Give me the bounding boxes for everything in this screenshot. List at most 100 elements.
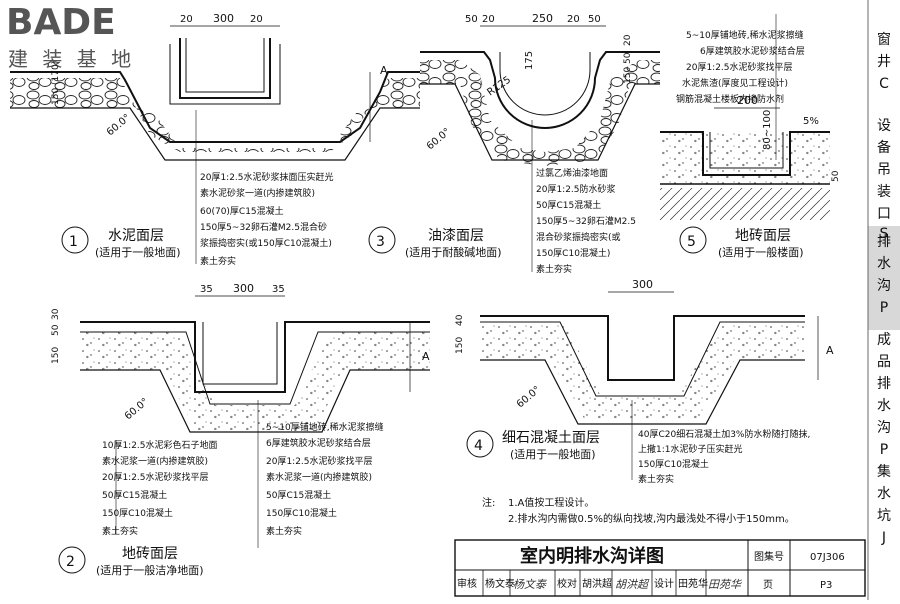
svg-text:过氯乙烯油漆地面: 过氯乙烯油漆地面 (536, 167, 608, 179)
svg-text:胡洪超: 胡洪超 (615, 578, 650, 591)
title-block: 室内明排水沟详图 图集号 07J306 审核 杨文泰 杨文泰 校对 胡洪超 胡洪… (454, 539, 866, 597)
svg-text:(适用于一般楼面): (适用于一般楼面) (718, 245, 804, 259)
svg-text:150厚5~32卵石灌M2.5混合砂: 150厚5~32卵石灌M2.5混合砂 (200, 221, 327, 233)
svg-text:A: A (422, 350, 430, 363)
svg-text:250: 250 (532, 12, 553, 25)
sidebar-char: P (880, 442, 888, 458)
svg-text:设计: 设计 (654, 577, 674, 590)
svg-text:50厚C15混凝土: 50厚C15混凝土 (102, 489, 167, 501)
detail-5-layer-labels: 5~10厚铺地砖,稀水泥浆擦缝 6厚建筑胶水泥砂浆结合层 20厚1:2.5水泥砂… (676, 29, 805, 105)
svg-text:素土夯实: 素土夯实 (638, 473, 674, 485)
svg-text:60.0°: 60.0° (123, 396, 151, 422)
svg-text:5: 5 (687, 234, 696, 250)
svg-text:上撒1:1水泥砂子压实赶光: 上撒1:1水泥砂子压实赶光 (638, 443, 743, 455)
svg-text:2: 2 (66, 554, 75, 570)
sidebar-char: 水 (877, 256, 891, 272)
svg-text:150厚C10混凝土: 150厚C10混凝土 (102, 507, 173, 519)
svg-text:素土夯实: 素土夯实 (200, 255, 236, 267)
detail-5-section: 200 80~100 5% 50 5~10厚铺地砖,稀水泥浆擦缝 6厚建筑胶水泥… (660, 14, 841, 259)
svg-text:80~100: 80~100 (762, 110, 773, 150)
svg-text:页: 页 (763, 579, 773, 591)
svg-text:素水泥浆一道(内掺建筑胶): 素水泥浆一道(内掺建筑胶) (266, 471, 372, 483)
svg-text:杨文泰: 杨文泰 (485, 577, 515, 590)
svg-text:水泥面层: 水泥面层 (108, 228, 164, 244)
sidebar-char: 排 (877, 234, 891, 250)
svg-text:150厚C10混凝土: 150厚C10混凝土 (638, 458, 709, 470)
svg-text:素土夯实: 素土夯实 (102, 525, 138, 537)
sidebar-char: 成 (877, 332, 891, 348)
svg-text:1: 1 (69, 234, 78, 250)
sidebar-char: 集 (877, 463, 891, 480)
svg-text:150: 150 (51, 347, 61, 364)
svg-text:混合砂浆振捣密实(或: 混合砂浆振捣密实(或 (536, 231, 621, 243)
sidebar-char: 坑 (877, 508, 891, 524)
svg-text:3: 3 (376, 234, 385, 250)
svg-text:细石混凝土面层: 细石混凝土面层 (502, 430, 600, 446)
svg-text:田苑华: 田苑华 (678, 577, 708, 590)
sidebar-char: 装 (877, 184, 891, 200)
svg-text:40厚C20细石混凝土加3%防水粉随打随抹,: 40厚C20细石混凝土加3%防水粉随打随抹, (638, 428, 810, 440)
detail-2-right-layer-labels: 5~10厚铺地砖,稀水泥浆擦缝 6厚建筑胶水泥砂浆结合层 20厚1:2.5水泥砂… (266, 421, 384, 537)
svg-text:校对: 校对 (557, 577, 577, 590)
svg-text:素水泥浆一道(内掺建筑胶): 素水泥浆一道(内掺建筑胶) (102, 455, 208, 467)
sidebar-char: 沟 (877, 278, 891, 294)
detail-3-layer-labels: 过氯乙烯油漆地面 20厚1:2.5防水砂浆 50厚C15混凝土 150厚5~32… (536, 167, 636, 275)
sidebar-char: 品 (877, 354, 891, 370)
svg-text:R125: R125 (485, 75, 513, 99)
detail-1-layer-labels: 20厚1:2.5水泥砂浆抹面压实赶光 素水泥砂浆一道(内掺建筑胶) 60(70)… (200, 171, 334, 267)
detail-2-section: 35 300 35 150 50 30 A 60.0° 10厚1:2.5水泥彩色… (51, 282, 430, 577)
svg-text:1.A值按工程设计。: 1.A值按工程设计。 (508, 496, 594, 509)
sidebar-char: 水 (877, 486, 891, 502)
svg-text:5%: 5% (803, 116, 819, 127)
svg-text:50: 50 (588, 14, 601, 25)
svg-text:35: 35 (200, 284, 213, 295)
watermark-logo: BADE 建 装 基 地 (6, 2, 135, 71)
svg-text:20: 20 (180, 14, 193, 25)
svg-text:5~10厚铺地砖,稀水泥浆擦缝: 5~10厚铺地砖,稀水泥浆擦缝 (686, 29, 804, 41)
svg-text:60.0°: 60.0° (425, 126, 453, 152)
svg-text:室内明排水沟详图: 室内明排水沟详图 (520, 545, 664, 567)
sidebar-char: C (879, 76, 889, 92)
detail-4-section: 300 150 40 A 60.0° 40厚C20细石混凝土加3%防水粉随打随抹… (455, 278, 834, 485)
svg-text:150厚C10混凝土: 150厚C10混凝土 (266, 507, 337, 519)
svg-text:60(70)厚C15混凝土: 60(70)厚C15混凝土 (200, 205, 284, 217)
svg-text:20厚1:2.5水泥砂浆找平层: 20厚1:2.5水泥砂浆找平层 (102, 471, 209, 483)
svg-text:P3: P3 (820, 580, 832, 591)
svg-text:40: 40 (455, 314, 465, 326)
sidebar-char: 吊 (877, 162, 891, 178)
svg-text:油漆面层: 油漆面层 (428, 228, 484, 244)
svg-text:60.0°: 60.0° (105, 112, 133, 138)
detail-1-section: 20 300 20 150 (170) A 60.0° 20厚1:2.5水泥砂浆… (10, 12, 420, 267)
svg-text:150: 150 (455, 337, 465, 354)
svg-text:50厚C15混凝土: 50厚C15混凝土 (536, 199, 601, 211)
svg-text:50: 50 (831, 170, 841, 182)
svg-text:20厚1:2.5水泥砂浆抹面压实赶光: 20厚1:2.5水泥砂浆抹面压实赶光 (200, 171, 334, 183)
svg-text:300: 300 (632, 278, 653, 291)
svg-text:60.0°: 60.0° (515, 384, 543, 410)
svg-text:A: A (826, 344, 834, 357)
svg-text:150厚C10混凝土): 150厚C10混凝土) (536, 247, 610, 259)
svg-text:20: 20 (623, 34, 633, 46)
sidebar-char: 井 (877, 54, 891, 70)
svg-text:审核: 审核 (457, 577, 477, 590)
svg-text:素土夯实: 素土夯实 (266, 525, 302, 537)
svg-text:(适用于耐酸碱地面): (适用于耐酸碱地面) (405, 245, 502, 259)
svg-text:钢筋混凝土楼板内掺防水剂: 钢筋混凝土楼板内掺防水剂 (676, 93, 784, 105)
sidebar-char: 水 (877, 398, 891, 414)
svg-text:300: 300 (233, 282, 254, 295)
svg-text:胡洪超: 胡洪超 (582, 577, 612, 590)
svg-text:50: 50 (623, 52, 633, 64)
svg-text:(适用于一般洁净地面): (适用于一般洁净地面) (96, 563, 204, 577)
svg-text:20厚1:2.5水泥砂浆找平层: 20厚1:2.5水泥砂浆找平层 (266, 455, 373, 467)
svg-text:地砖面层: 地砖面层 (122, 546, 178, 562)
svg-text:注:: 注: (482, 496, 495, 509)
svg-text:30: 30 (51, 308, 61, 320)
svg-text:4: 4 (474, 438, 483, 454)
svg-text:50: 50 (465, 14, 478, 25)
sidebar-char: J (881, 530, 886, 546)
sidebar-char: 排 (877, 376, 891, 392)
svg-text:建 装 基 地: 建 装 基 地 (8, 47, 135, 71)
svg-text:(适用于一般地面): (适用于一般地面) (510, 448, 596, 461)
svg-text:图集号: 图集号 (754, 550, 784, 563)
